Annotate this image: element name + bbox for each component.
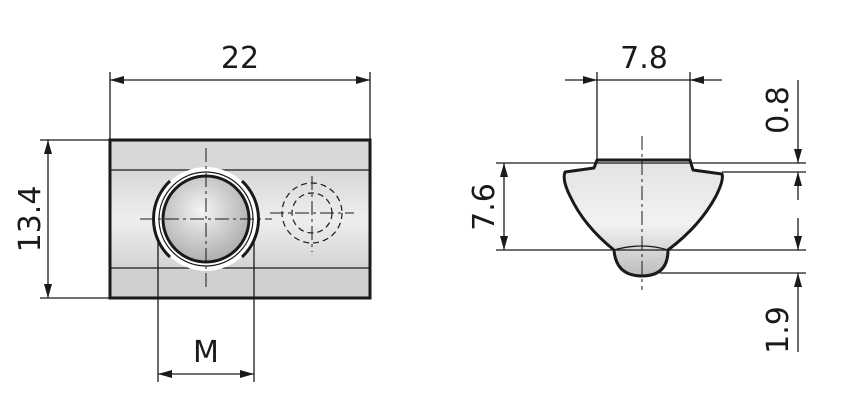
front-view-top-band — [110, 142, 370, 168]
dimension-depth: 7.6 — [467, 162, 806, 274]
dimension-bottom-offset: 1.9 — [761, 218, 802, 354]
dimension-thread-label: M — [193, 335, 219, 370]
dimension-groove-width-label: 7.8 — [620, 41, 668, 76]
front-view-bottom-band — [110, 270, 370, 296]
dimension-bottom-offset-label: 1.9 — [761, 306, 796, 354]
side-view-profile — [562, 158, 724, 278]
dimension-thread: M — [157, 240, 255, 382]
side-view — [562, 136, 724, 290]
dimension-top-offset: 0.8 — [761, 80, 802, 200]
dimension-depth-label: 7.6 — [467, 183, 502, 231]
dimension-height: 13.4 — [13, 139, 110, 299]
dimension-groove-width: 7.8 — [565, 41, 722, 160]
dimension-top-offset-label: 0.8 — [761, 86, 796, 134]
dimension-width-label: 22 — [221, 41, 259, 76]
dimension-height-label: 13.4 — [13, 186, 48, 253]
front-view — [108, 138, 372, 300]
dimension-width: 22 — [109, 41, 371, 140]
front-view-outline — [108, 138, 372, 300]
